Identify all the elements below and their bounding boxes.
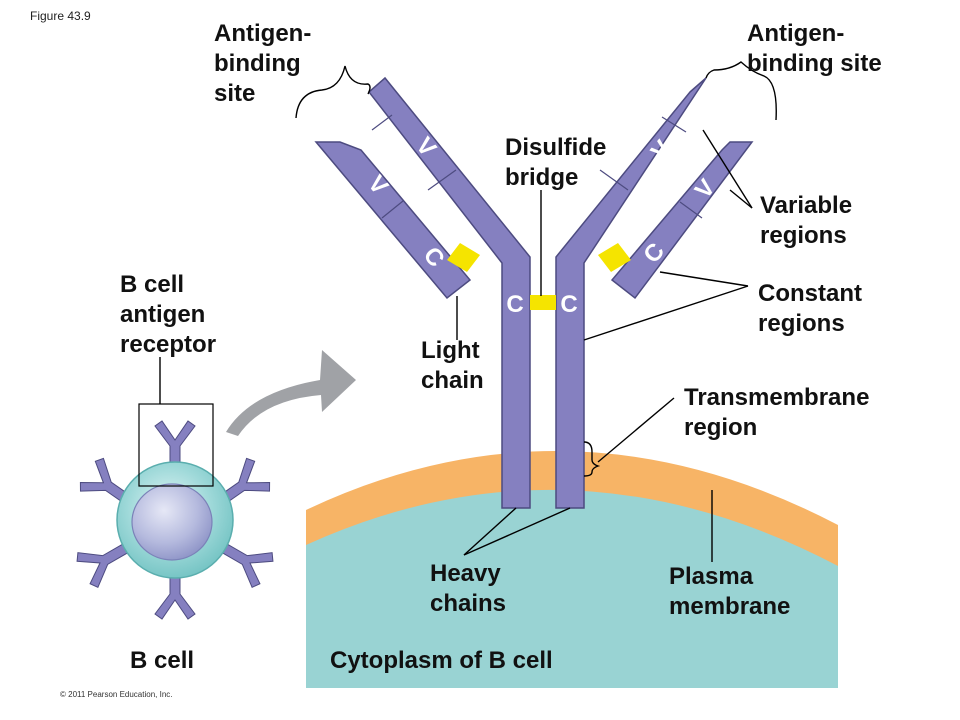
svg-text:Constant: Constant [758, 280, 862, 307]
label-antigen-binding-right: Antigen- binding site [747, 20, 882, 77]
b-cell-illustration [76, 403, 274, 620]
antibody: V V C V V C C C [314, 76, 754, 509]
svg-text:receptor: receptor [120, 331, 216, 358]
cytoplasm-region [306, 489, 838, 688]
light-chain-right [610, 141, 754, 300]
svg-text:binding: binding [214, 50, 301, 77]
svg-text:site: site [214, 80, 255, 107]
copyright-notice: © 2011 Pearson Education, Inc. [60, 690, 172, 699]
label-heavy-chains: Heavy chains [430, 560, 506, 617]
svg-text:antigen: antigen [120, 301, 205, 328]
svg-text:Heavy: Heavy [430, 560, 501, 587]
svg-text:membrane: membrane [669, 593, 790, 620]
figure-number: Figure 43.9 [30, 9, 91, 23]
svg-text:regions: regions [758, 310, 845, 337]
heavy-chain-left [367, 76, 531, 509]
label-plasma-membrane: Plasma membrane [669, 563, 790, 620]
zoom-arrow [226, 350, 356, 436]
cell-section [306, 451, 838, 688]
b-cell-receptors [76, 420, 274, 620]
label-b-cell: B cell [130, 647, 194, 674]
label-disulfide-bridge: Disulfide bridge [505, 134, 606, 191]
svg-text:Variable: Variable [760, 192, 852, 219]
svg-text:Antigen-: Antigen- [747, 20, 844, 47]
svg-text:Disulfide: Disulfide [505, 134, 606, 161]
light-chain-left [314, 141, 472, 300]
svg-text:Light: Light [421, 337, 480, 364]
label-light-chain: Light chain [421, 337, 484, 394]
svg-text:region: region [684, 414, 757, 441]
svg-text:B cell: B cell [120, 271, 184, 298]
svg-text:chains: chains [430, 590, 506, 617]
label-cytoplasm: Cytoplasm of B cell [330, 647, 553, 674]
svg-text:bridge: bridge [505, 164, 578, 191]
disulfide-bridge-left-light [447, 243, 480, 272]
label-antigen-binding-left: Antigen- binding site [214, 20, 311, 107]
svg-text:chain: chain [421, 367, 484, 394]
leader-lines [159, 61, 777, 562]
svg-text:binding site: binding site [747, 50, 882, 77]
segment-c-left-heavy: C [506, 291, 523, 318]
label-b-cell-receptor: B cell antigen receptor [120, 271, 216, 358]
receptor-highlight-box [138, 403, 214, 487]
label-transmembrane-region: Transmembrane region [684, 384, 869, 441]
disulfide-bridge-right-light [598, 243, 631, 272]
label-constant-regions: Constant regions [758, 280, 862, 337]
b-cell-nucleus [131, 483, 213, 561]
svg-text:Antigen-: Antigen- [214, 20, 311, 47]
svg-text:Transmembrane: Transmembrane [684, 384, 869, 411]
label-variable-regions: Variable regions [760, 192, 852, 249]
segment-c-right-heavy: C [560, 291, 577, 318]
svg-text:regions: regions [760, 222, 847, 249]
disulfide-bridge-heavy [530, 295, 556, 310]
svg-text:Plasma: Plasma [669, 563, 754, 590]
